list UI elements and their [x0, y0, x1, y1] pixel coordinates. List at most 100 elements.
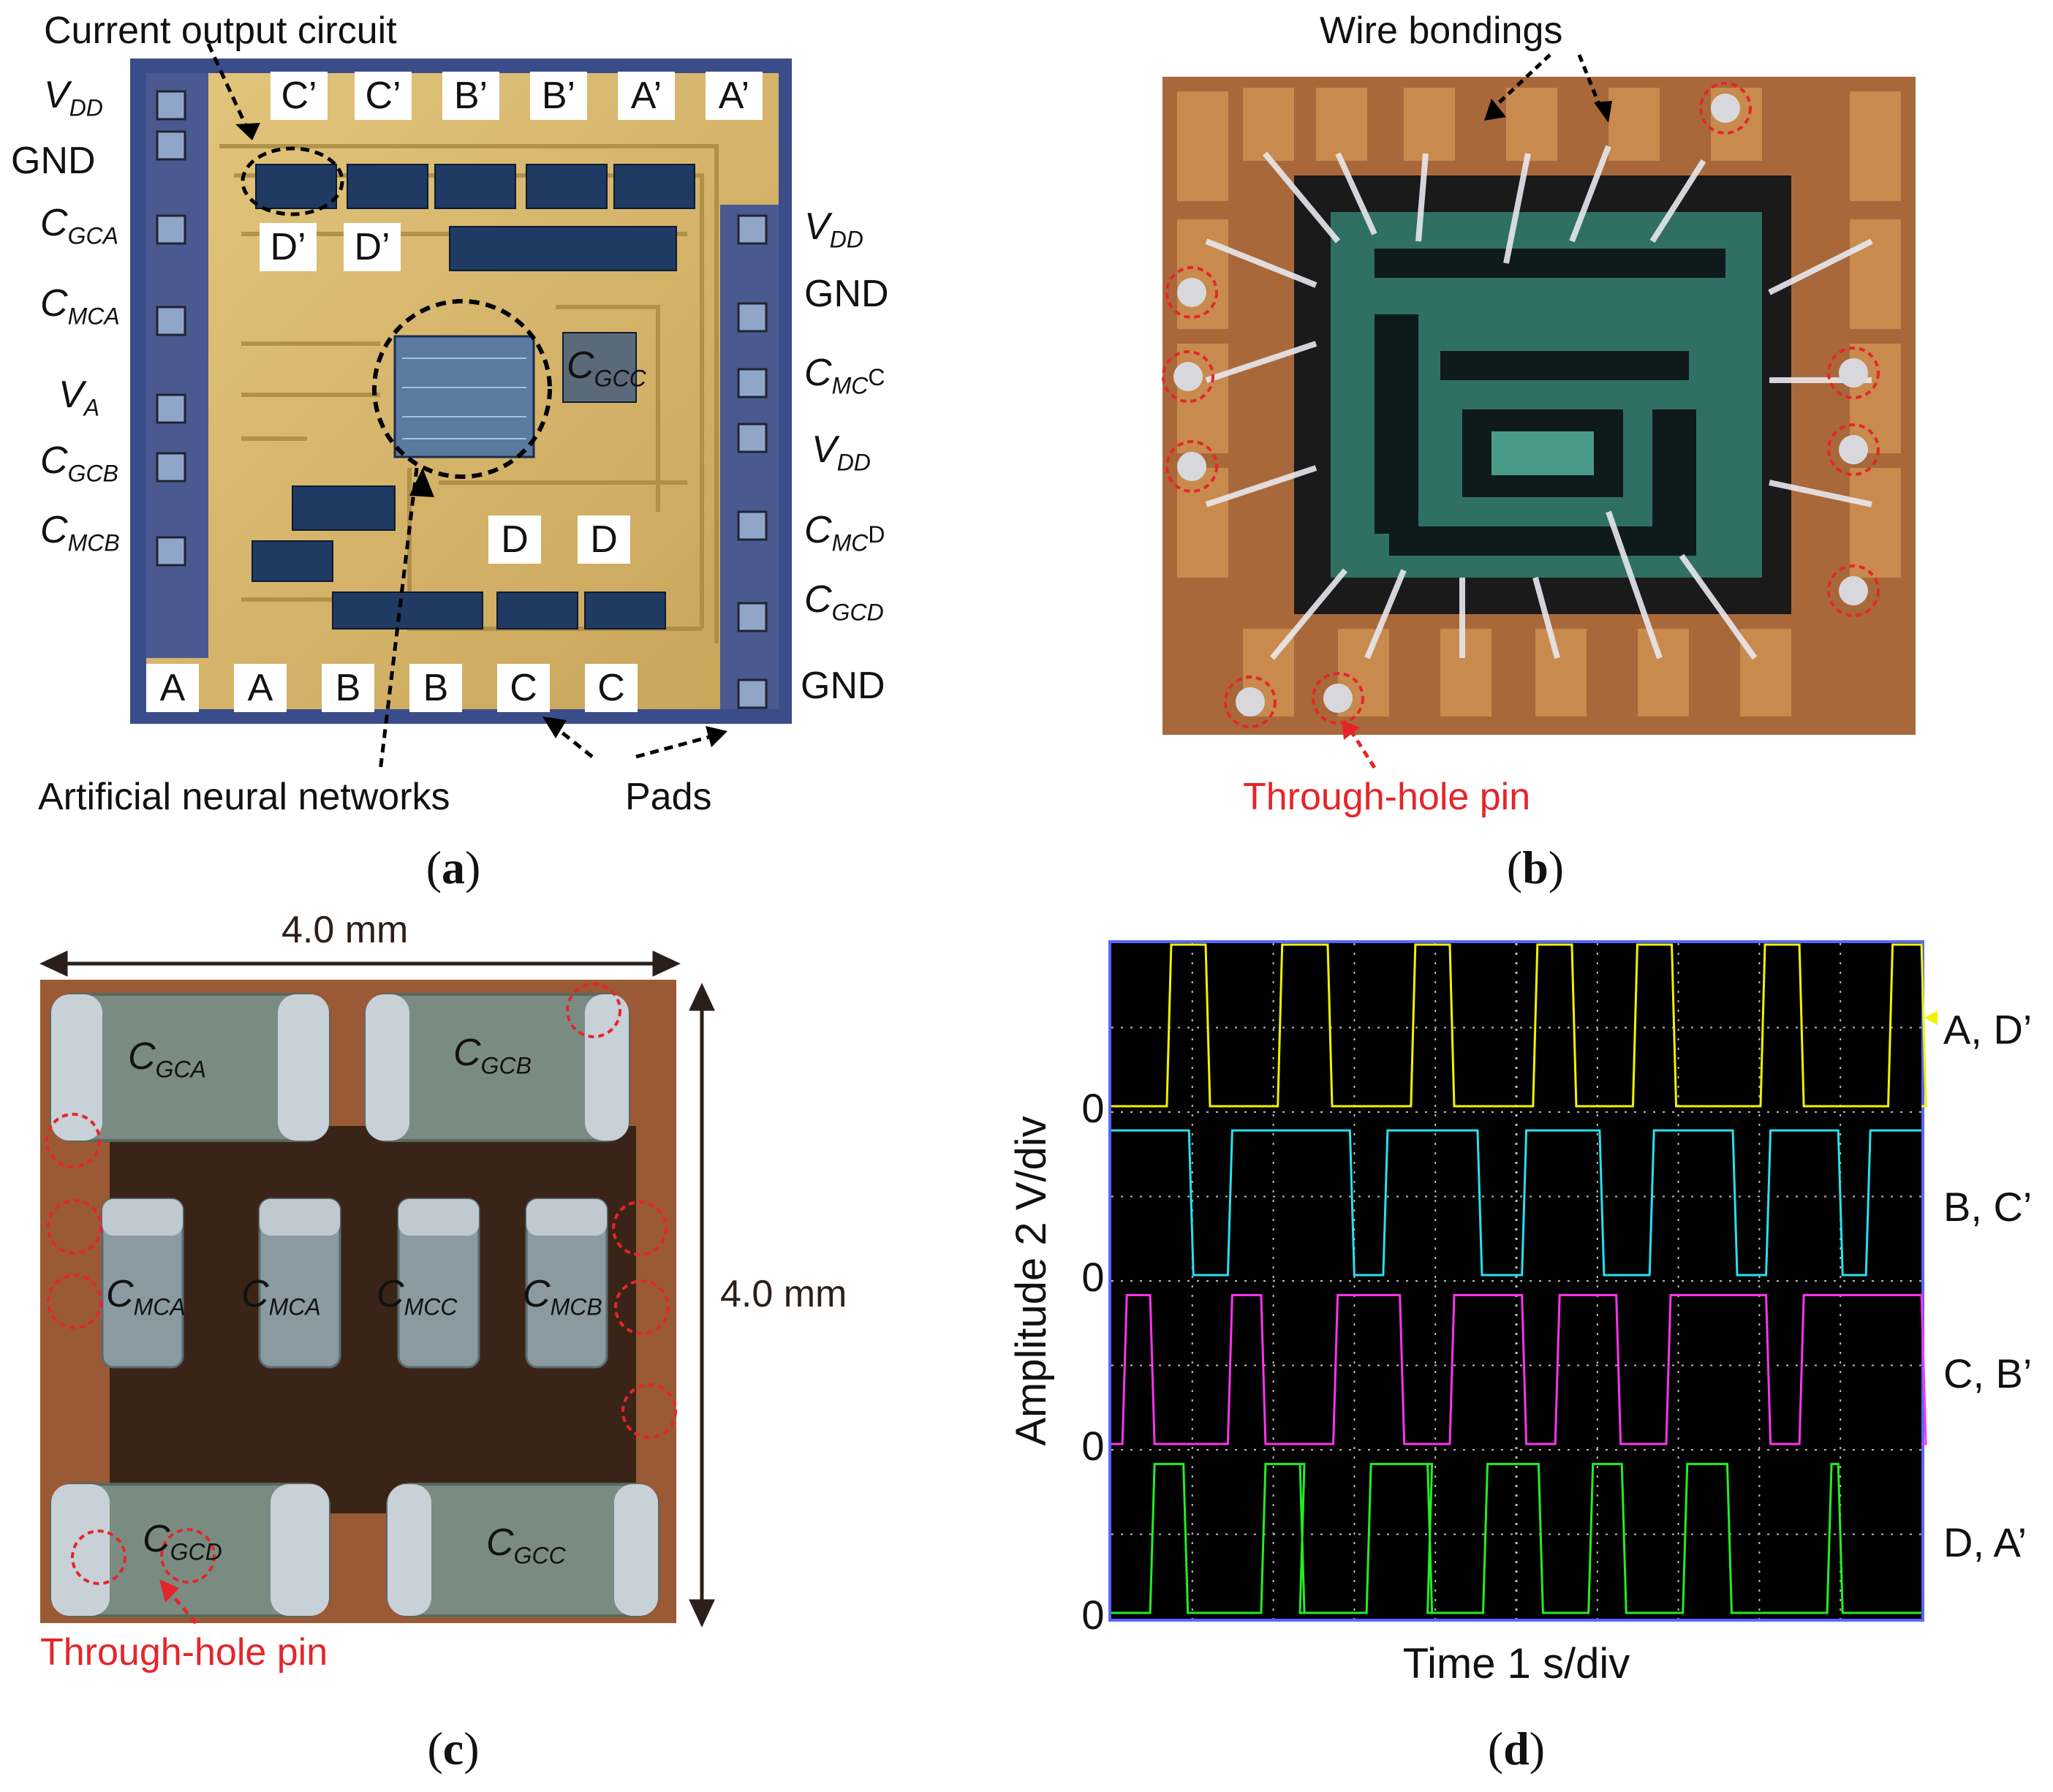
panel-a: Current output circuit Artificial neural…: [0, 0, 950, 899]
right-pin-1-main: V: [804, 205, 830, 248]
cap-mcb-main: C: [523, 1273, 551, 1315]
capacitor-photo: [39, 950, 715, 1627]
pad-bottom: C: [585, 664, 638, 712]
cap-gcd-label: CGCD: [143, 1517, 222, 1565]
caption-b-letter: b: [1522, 842, 1549, 893]
right-pin-2: GND: [804, 272, 889, 316]
cap-gca-sub: GCA: [155, 1056, 206, 1083]
caption-c: (c): [427, 1723, 480, 1774]
left-pin-4-sub: MCA: [67, 303, 120, 330]
cap-mca1-sub: MCA: [133, 1293, 186, 1320]
left-pin-4: CMCA: [40, 281, 120, 330]
pad-bottom: B: [409, 664, 462, 712]
caption-a-letter: a: [442, 842, 465, 893]
zero-label-3: 0: [1081, 1423, 1104, 1469]
trace-2: [1111, 1129, 1921, 1277]
current-output-label: Current output circuit: [44, 10, 397, 52]
left-pin-1: VDD: [44, 73, 103, 121]
right-pin-7-main: GND: [801, 665, 885, 707]
right-pin-3-sub: MC: [831, 372, 869, 399]
left-pin-7-sub: MCB: [67, 529, 120, 556]
right-pin-3-tail: C: [868, 364, 885, 390]
right-pin-5: CMCD: [804, 508, 885, 556]
through-hole-pin-label-b: Through-hole pin: [1243, 776, 1531, 818]
cap-gcb-sub: GCB: [480, 1052, 532, 1079]
trace-1: [1111, 943, 1927, 1108]
cap-mcc-label: CMCC: [377, 1272, 457, 1320]
cap-gcd-main: C: [143, 1518, 170, 1560]
right-pin-4-sub: DD: [836, 449, 871, 476]
cap-gca-label: CGCA: [128, 1035, 206, 1083]
cap-gcc-label: CGCC: [486, 1521, 566, 1569]
cap-mca2-main: C: [241, 1273, 269, 1315]
cap-gcd-sub: GCD: [170, 1538, 222, 1565]
package-photo: [1162, 53, 1916, 769]
left-pin-2: GND: [11, 139, 96, 183]
left-pin-1-sub: DD: [69, 94, 103, 121]
scope-series-labels: A, D’ B, C’ C, B’ D, A’: [1924, 1007, 2032, 1565]
left-pin-5: VA: [58, 373, 99, 421]
left-pin-7-main: C: [40, 509, 68, 551]
trigger-marker: [1924, 1010, 1937, 1025]
pad-top: A’: [618, 72, 675, 120]
left-pin-3-main: C: [40, 202, 68, 244]
left-pin-7: CMCB: [40, 508, 120, 556]
cap-gcc-main: C: [486, 1521, 514, 1564]
series-label-1: A, D’: [1943, 1007, 2032, 1053]
right-pin-6: CGCD: [804, 578, 884, 626]
scope-plot-area: [1111, 943, 1921, 1619]
pad-bottom: A: [234, 664, 287, 712]
zero-label-2: 0: [1081, 1254, 1104, 1300]
oscilloscope-chart: 0 0 0 0 A, D’ B, C’ C, B’ D, A’ Amplitude 2 V/…: [1007, 940, 2032, 1687]
cap-mcb-label: CMCB: [523, 1272, 602, 1320]
scope-traces: [1111, 943, 1927, 1614]
pad-top: B’: [442, 72, 499, 120]
x-axis-label: Time 1 s/div: [1403, 1640, 1630, 1687]
pad-top: A’: [706, 72, 763, 120]
width-label: 4.0 mm: [281, 909, 409, 951]
pad-top: C’: [271, 72, 328, 120]
right-pin-7: GND: [801, 664, 885, 708]
caption-d-letter: d: [1503, 1723, 1530, 1774]
series-label-3: C, B’: [1943, 1350, 2032, 1396]
zero-label-1: 0: [1081, 1085, 1104, 1131]
cap-mca-label-1: CMCA: [106, 1272, 186, 1320]
left-pin-5-sub: A: [83, 394, 100, 421]
panel-c: 4.0 mm 4.0 mm CGCA CGCB CGCD CGCC CMCA C…: [0, 899, 950, 1792]
chip-micrograph: [130, 42, 792, 772]
cap-gcb-main: C: [453, 1032, 481, 1074]
cap-mca1-main: C: [106, 1273, 134, 1315]
zero-label-4: 0: [1081, 1592, 1104, 1638]
center-cap-sub: GCC: [594, 365, 646, 392]
y-axis-label: Amplitude 2 V/div: [1007, 1116, 1055, 1445]
pad-bottom: C: [497, 664, 550, 712]
caption-a: (a): [426, 842, 481, 893]
panel-b: Wire bondings Through-hole pin (b): [1097, 0, 2053, 899]
left-pin-3-sub: GCA: [67, 222, 118, 249]
right-pin-6-sub: GCD: [831, 599, 884, 626]
right-pin-1: VDD: [804, 205, 863, 253]
cap-mca-label-2: CMCA: [241, 1272, 321, 1320]
pads-label: Pads: [625, 776, 712, 818]
ann-block: [393, 335, 535, 458]
current-output-circle: [241, 146, 344, 216]
height-label: 4.0 mm: [720, 1273, 847, 1315]
pad-mid: D: [578, 515, 630, 564]
cap-gcb-label: CGCB: [453, 1031, 532, 1079]
right-pin-5-main: C: [804, 509, 832, 551]
right-pin-3: CMCC: [804, 351, 885, 399]
left-pin-6-sub: GCB: [67, 460, 118, 487]
scope-zero-labels: 0 0 0 0: [1081, 1085, 1104, 1638]
trace-4: [1111, 1462, 1921, 1614]
caption-b: (b): [1506, 842, 1565, 893]
series-label-4: D, A’: [1943, 1519, 2027, 1565]
right-pin-5-sub: MC: [831, 529, 869, 556]
series-label-2: B, C’: [1943, 1184, 2032, 1230]
center-cap-label: CGCC: [567, 344, 646, 392]
right-pin-3-main: C: [804, 352, 832, 394]
through-hole-pin-label-c: Through-hole pin: [40, 1631, 328, 1674]
cap-mcc-main: C: [377, 1273, 404, 1315]
pad-inner: D’: [260, 223, 317, 271]
left-pin-5-main: V: [58, 374, 84, 416]
ann-label: Artificial neural networks: [38, 776, 450, 818]
